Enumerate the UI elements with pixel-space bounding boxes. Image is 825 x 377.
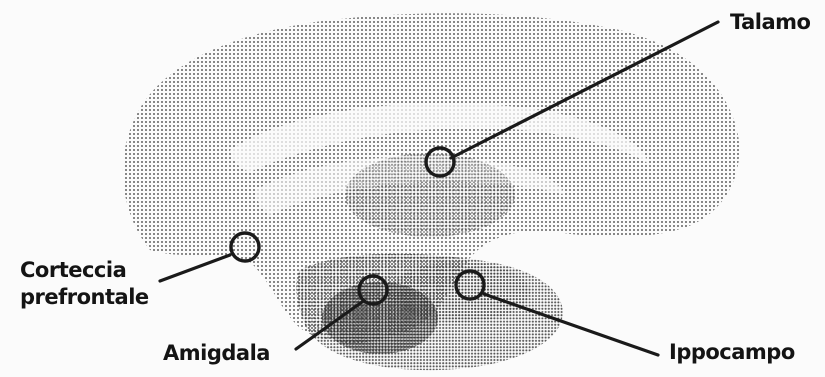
label-amigdala: Amigdala — [163, 340, 270, 367]
label-corteccia-prefrontale: Corteccia prefrontale — [20, 257, 149, 311]
label-corteccia-line2: prefrontale — [20, 284, 149, 311]
label-talamo: Talamo — [730, 9, 810, 36]
leader-line-corteccia — [160, 255, 230, 281]
label-corteccia-line1: Corteccia — [20, 257, 149, 284]
label-ippocampo: Ippocampo — [669, 339, 795, 366]
thalamus-region — [345, 153, 515, 237]
hippocampus-region — [390, 262, 530, 322]
